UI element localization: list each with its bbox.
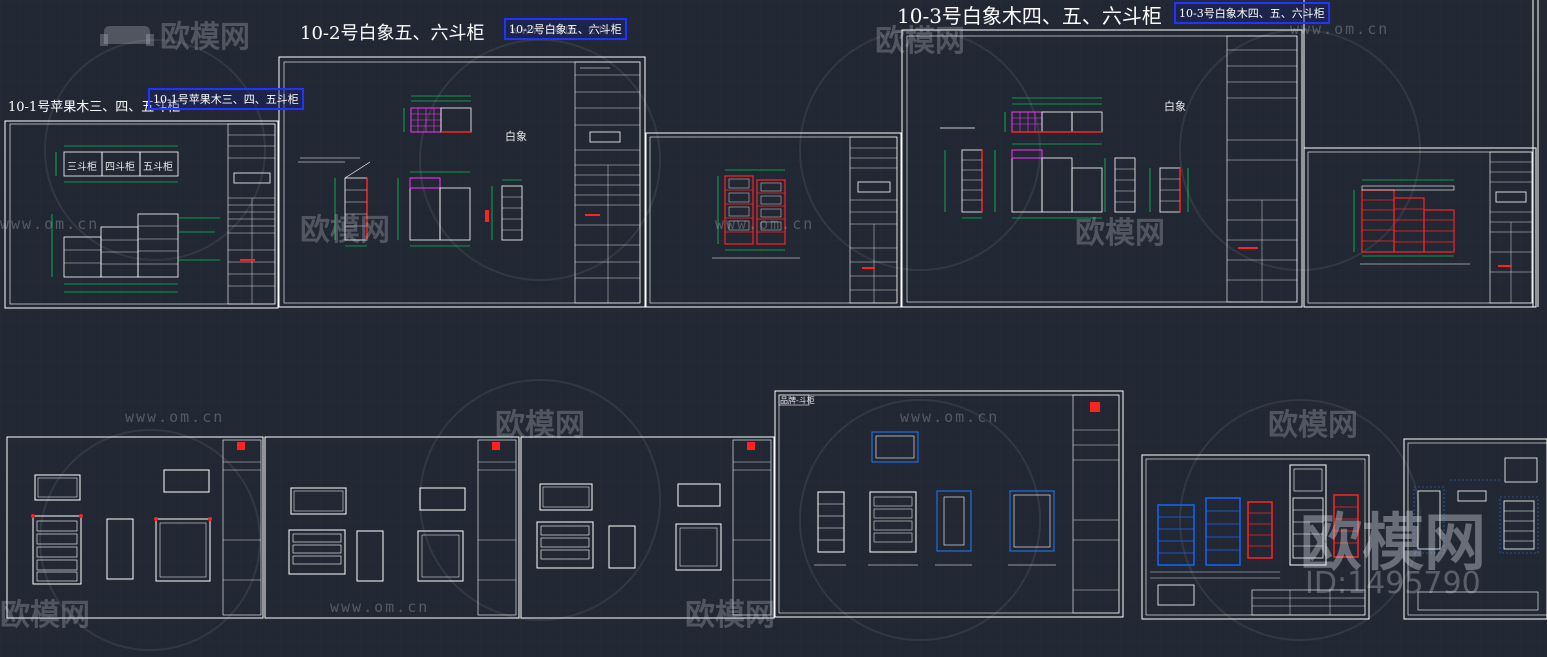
drawing-sheet-10-1[interactable] [4, 120, 279, 309]
watermark-id: ID:1495790 [1305, 566, 1481, 601]
watermark-brand-text: 欧模网 [1268, 408, 1358, 443]
drawing-sheet-bottom-6[interactable] [1403, 438, 1547, 620]
watermark-brand: 欧模网 [1268, 400, 1358, 444]
drawing-title-10-2: 10-2号白象五、六斗柜 [300, 23, 485, 44]
watermark-url: www.om.cn [0, 215, 100, 233]
drawing-sheet-bottom-2[interactable] [264, 436, 520, 619]
drawing-title-10-1: 10-1号苹果木三、四、五斗柜 [8, 100, 181, 115]
watermark-brand-text: 欧模网 [685, 598, 775, 633]
watermark-brand-text: 欧模网 [1075, 216, 1165, 251]
drawing-sheet-right-top[interactable] [1303, 147, 1537, 308]
watermark-brand: 欧模网 [100, 12, 250, 56]
watermark-brand-large: 欧模网 [1300, 506, 1487, 579]
material-label-10-3: 白象 [1164, 100, 1186, 113]
watermark-brand-text: 欧模网 [0, 598, 90, 633]
drawing-tag-10-3[interactable]: 10-3号白象木四、五、六斗柜 [1174, 2, 1330, 24]
watermark-brand-text: 欧模网 [495, 408, 585, 443]
cell-label-4: 四斗柜 [105, 162, 135, 173]
watermark-url: www.om.cn [900, 408, 1000, 426]
cell-label-5: 五斗柜 [143, 162, 173, 173]
sofa-logo-icon [100, 21, 154, 56]
watermark-brand: 欧模网 [0, 590, 90, 634]
drawing-sheet-bottom-5[interactable] [1141, 454, 1370, 620]
watermark-url: www.om.cn [510, 20, 610, 38]
drawing-sheet-bottom-1[interactable] [6, 436, 264, 619]
watermark-brand: 欧模网 [685, 590, 775, 634]
drawing-tag-10-1[interactable]: 10-1号苹果木三、四、五斗柜 [148, 88, 304, 110]
drawing-sheet-bottom-3[interactable] [520, 436, 775, 619]
drawing-sheet-10-2[interactable] [278, 56, 646, 308]
drawing-tag-10-2[interactable]: 10-2号白象五、六斗柜 [504, 18, 627, 40]
watermark-url: www.om.cn [330, 598, 430, 616]
cell-label-3: 三斗柜 [67, 162, 97, 173]
watermark-url: www.om.cn [1290, 20, 1390, 38]
watermark-brand-text: 欧模网 [160, 20, 250, 55]
watermark-brand: 欧模网 [875, 16, 965, 60]
watermark-brand: 欧模网 [1075, 208, 1165, 252]
sheet-header-label: 品牌-斗柜 [780, 396, 815, 405]
drawing-sheet-bottom-4[interactable] [774, 390, 1124, 618]
drawing-sheet-middle[interactable] [645, 132, 902, 308]
drawing-sheet-10-3[interactable] [901, 29, 1303, 308]
drawing-title-10-3: 10-3号白象木四、五、六斗柜 [897, 4, 1162, 28]
drawing-sheet-edge [1303, 0, 1539, 307]
watermark-brand-text: 欧模网 [300, 213, 390, 248]
watermark-brand-text: 欧模网 [875, 24, 965, 59]
watermark-brand: 欧模网 [300, 205, 390, 249]
material-label-10-2: 白象 [505, 130, 527, 143]
watermark-url: www.om.cn [715, 215, 815, 233]
watermark-url: www.om.cn [125, 408, 225, 426]
watermark-brand: 欧模网 [495, 400, 585, 444]
